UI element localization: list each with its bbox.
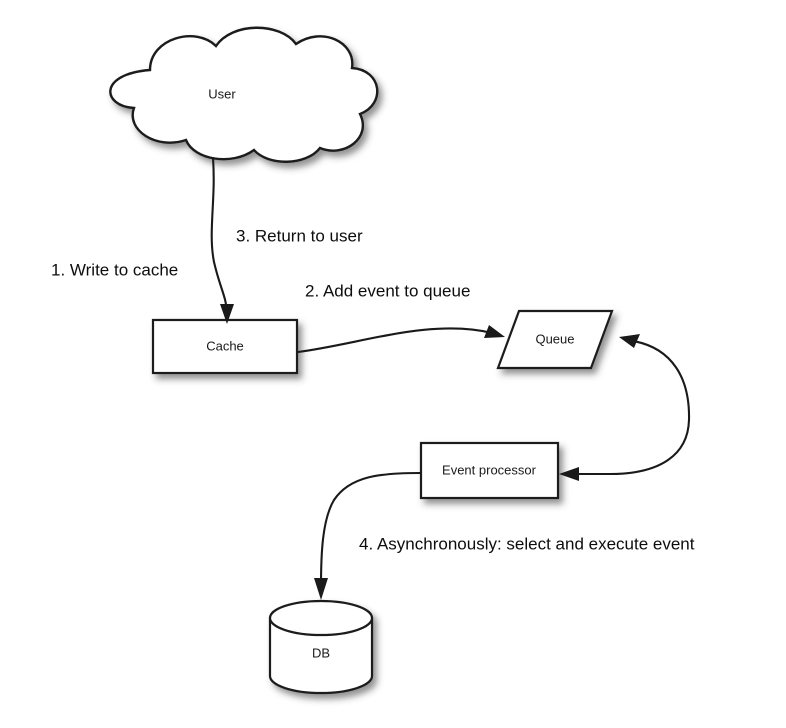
node-db-label: DB <box>312 645 330 660</box>
arrowhead-to-event-processor <box>559 467 579 481</box>
arrowhead-to-db <box>314 578 328 600</box>
arrowhead-to-queue-right <box>619 334 640 348</box>
step-label-3: 3. Return to user <box>236 226 363 245</box>
node-user-label: User <box>208 86 236 101</box>
edge-user-to-cache <box>210 156 234 324</box>
node-queue-label: Queue <box>535 331 574 346</box>
edge-event-processor-to-db <box>314 471 422 600</box>
step-label-2: 2. Add event to queue <box>305 281 470 300</box>
step-label-4: 4. Asynchronously: select and execute ev… <box>359 534 695 553</box>
node-event-processor[interactable]: Event processor <box>419 441 560 500</box>
step-label-1: 1. Write to cache <box>51 260 178 279</box>
node-user[interactable]: User <box>109 26 379 163</box>
node-db[interactable]: DB <box>268 599 374 695</box>
edge-queue-event-processor-loop <box>559 334 691 481</box>
node-queue[interactable]: Queue <box>496 309 614 370</box>
arrowhead-to-queue <box>484 325 505 338</box>
edge-cache-to-queue <box>296 325 505 354</box>
node-cache[interactable]: Cache <box>151 318 299 375</box>
arrowhead-to-cache <box>220 304 234 324</box>
node-event-processor-label: Event processor <box>442 462 537 477</box>
node-cache-label: Cache <box>206 338 244 353</box>
